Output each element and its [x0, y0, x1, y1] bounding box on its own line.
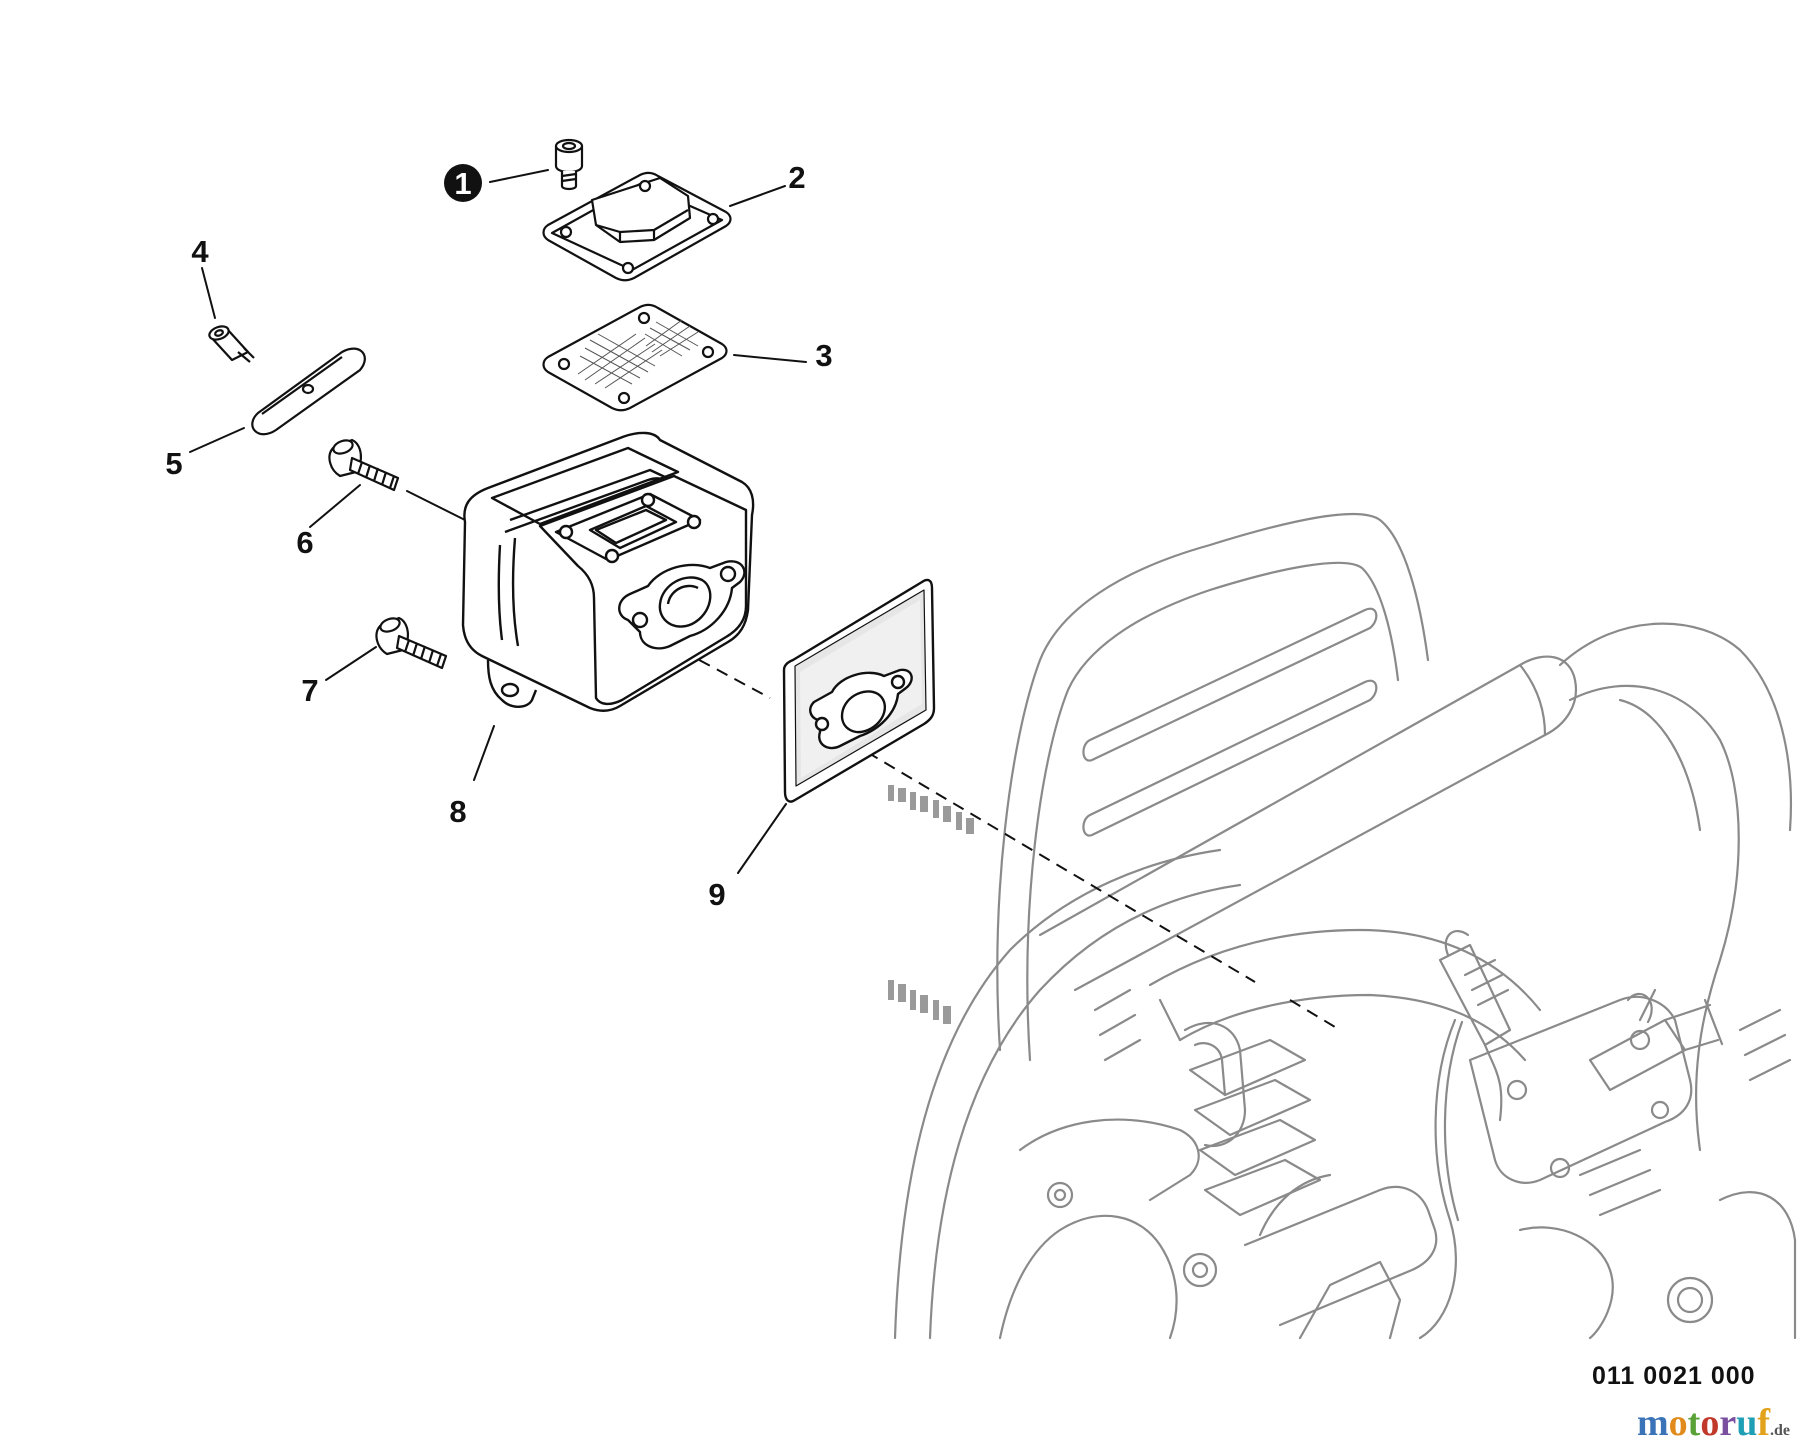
part-4-screw — [208, 325, 255, 363]
assembly-dashed-lines — [663, 640, 1341, 1031]
watermark-letter: t — [1687, 1402, 1701, 1444]
callout-6: 6 — [296, 525, 313, 560]
watermark-letter: o — [1668, 1402, 1688, 1444]
sticker-fragment-marks — [888, 785, 974, 1024]
callout-1-badge — [444, 164, 482, 202]
engine-background-illustration — [893, 512, 1797, 1340]
callout-1: 1 — [454, 166, 471, 201]
callout-5: 5 — [165, 446, 182, 481]
diagram-reference-code: 011 0021 000 — [1592, 1362, 1756, 1390]
part-1-cap-screw — [554, 138, 584, 191]
callout-9: 9 — [708, 877, 725, 912]
watermark-letter: f — [1757, 1402, 1770, 1444]
part-5-oval-plate — [251, 347, 366, 436]
part-9-gasket — [782, 578, 936, 803]
watermark-tld: .de — [1769, 1422, 1790, 1439]
part-7-screw — [375, 616, 448, 670]
leader-lines — [189, 169, 807, 874]
part-6-screw — [328, 438, 400, 492]
part-8-muffler — [461, 431, 755, 712]
callout-8: 8 — [449, 794, 466, 829]
callout-7: 7 — [301, 673, 318, 708]
part-2-outlet-cover — [542, 171, 732, 282]
watermark-letter: o — [1700, 1402, 1720, 1444]
callout-1-marker: 1 — [444, 164, 482, 202]
part-3-spark-screen — [542, 303, 728, 412]
motoruf-watermark-logo: motoruf.de — [1637, 1401, 1790, 1445]
callouts: 1 2 3 4 5 6 7 8 9 — [165, 160, 832, 912]
watermark-letter: m — [1637, 1402, 1669, 1444]
callout-3: 3 — [815, 338, 832, 373]
watermark-letter: u — [1736, 1402, 1758, 1444]
callout-4: 4 — [191, 234, 209, 269]
callout-2: 2 — [788, 160, 805, 195]
watermark-letter: r — [1719, 1402, 1737, 1444]
